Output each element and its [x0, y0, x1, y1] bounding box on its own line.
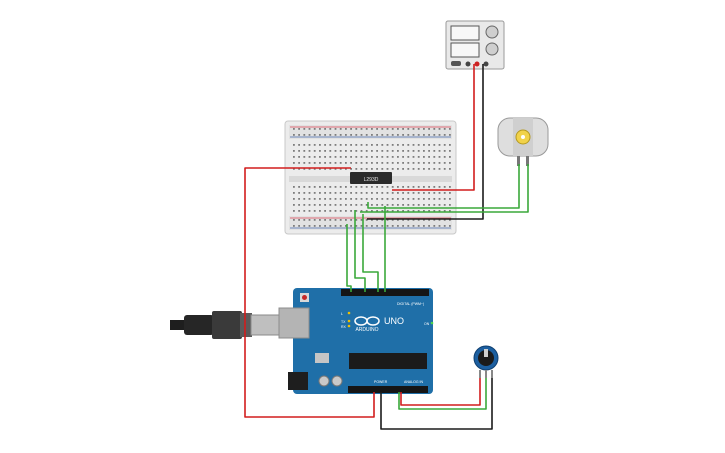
arduino-logo-icon	[354, 316, 380, 326]
usb-cable[interactable]	[170, 311, 284, 339]
wire-green-in2[interactable]	[362, 214, 379, 292]
led-l-label: L	[341, 312, 343, 316]
led-tx-label: TX	[341, 320, 346, 324]
wire-black-ground-pot[interactable]	[380, 378, 493, 430]
analog-header-label: ANALOG IN	[404, 380, 424, 384]
led-rx-label: RX	[341, 325, 347, 329]
wire-red-pot-vcc[interactable]	[400, 378, 481, 406]
wire-black-supply-ground[interactable]	[367, 64, 484, 220]
arduino-model: UNO	[384, 316, 404, 326]
potentiometer[interactable]	[473, 345, 499, 378]
power-header-label: POWER	[374, 380, 388, 384]
led-on-label: ON	[424, 322, 430, 326]
wire-green-enable[interactable]	[346, 224, 352, 292]
wire-green-pot-signal[interactable]	[398, 378, 487, 410]
arduino-uno[interactable]: ARDUINO UNO DIGITAL (PWM~) POWER ANALOG …	[278, 288, 434, 394]
arduino-brand: ARDUINO	[355, 327, 378, 333]
wire-red-5v-to-breadboard[interactable]	[244, 167, 375, 418]
digital-header-label: DIGITAL (PWM~)	[397, 302, 424, 306]
dc-motor[interactable]	[497, 117, 549, 166]
power-supply[interactable]	[445, 20, 505, 70]
wire-green-in1[interactable]	[354, 210, 366, 292]
wire-red-supply-positive[interactable]	[392, 64, 475, 191]
chip-label: L293D	[364, 177, 379, 183]
l293d-chip[interactable]: L293D	[350, 172, 392, 184]
wire-green-motor-a[interactable]	[367, 164, 520, 209]
wire-green-motor-b[interactable]	[360, 164, 529, 213]
